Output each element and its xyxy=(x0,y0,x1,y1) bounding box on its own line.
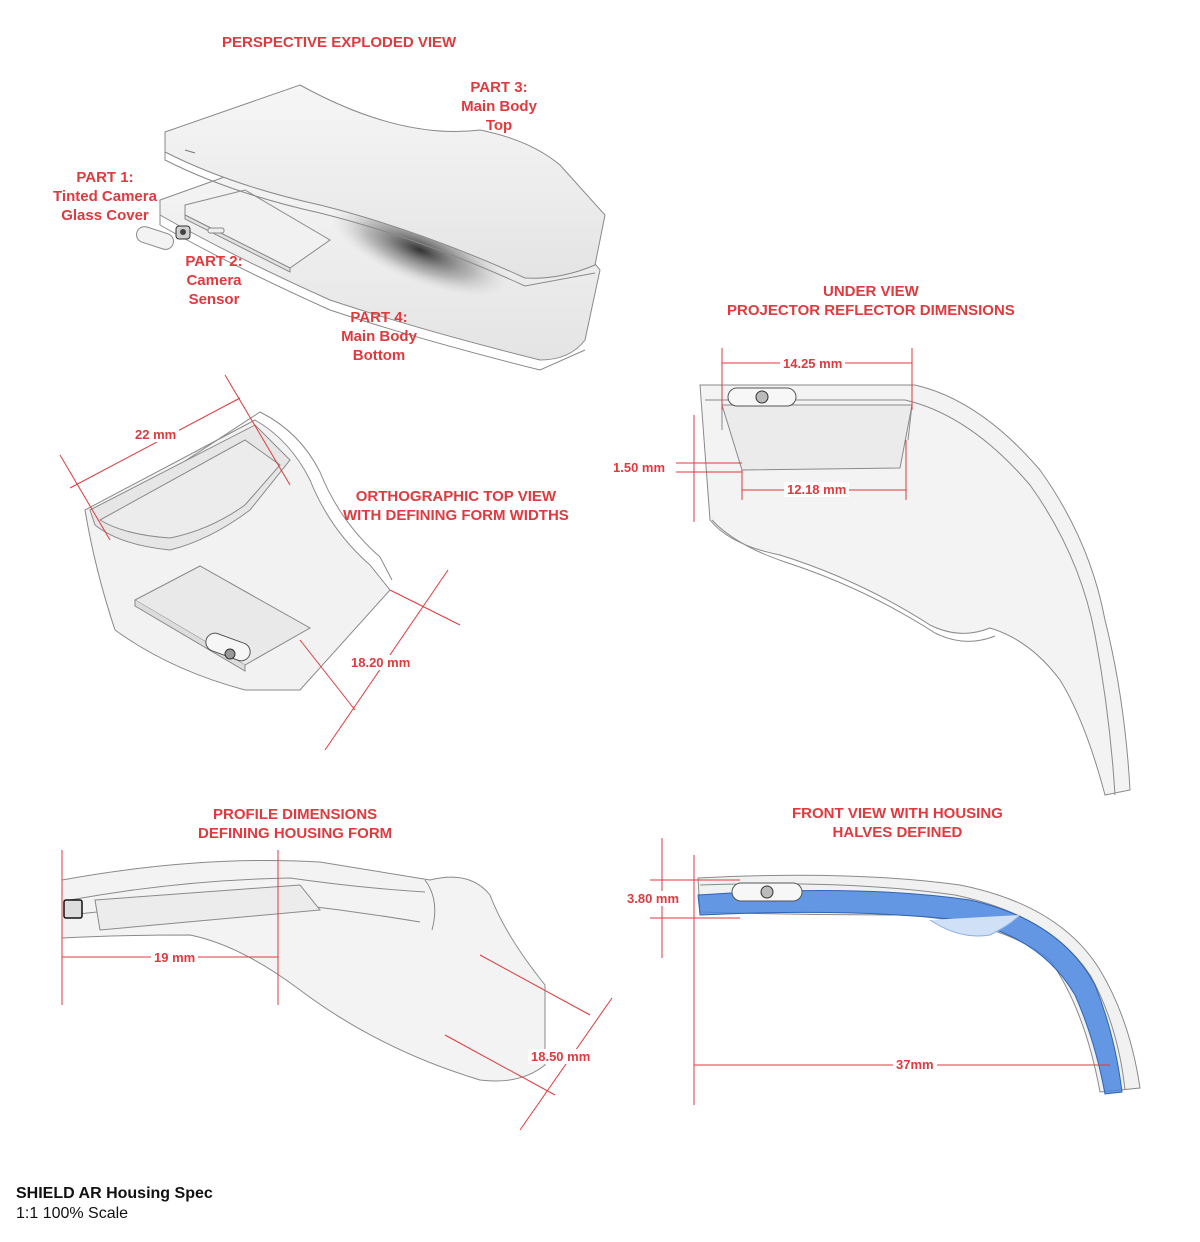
part2-name-line2: Sensor xyxy=(188,291,240,308)
front-housing-half-blue xyxy=(697,890,1123,1095)
exploded-view-drawing xyxy=(136,84,606,371)
under-reflector xyxy=(721,404,913,471)
under-view-title: UNDER VIEW PROJECTOR REFLECTOR DIMENSION… xyxy=(727,282,1015,320)
dim-front-length: 37mm xyxy=(893,1057,937,1072)
dim-top-width: 22 mm xyxy=(132,427,180,442)
profile-view-drawing xyxy=(61,859,546,1082)
part3-id: PART 3: xyxy=(470,79,528,96)
profile-camera xyxy=(63,899,83,919)
part2-camera-sensor-tray xyxy=(184,189,331,269)
part3-name-line1: Main Body xyxy=(461,98,537,115)
part2-id: PART 2: xyxy=(185,253,243,270)
title-block: SHIELD AR Housing Spec 1:1 100% Scale xyxy=(16,1184,213,1224)
profile-title-line2: DEFINING HOUSING FORM xyxy=(198,825,393,842)
dim-profile-width: 18.50 mm xyxy=(528,1049,594,1064)
profile-view-title: PROFILE DIMENSIONS DEFINING HOUSING FORM xyxy=(198,805,392,843)
dim-front-height: 3.80 mm xyxy=(624,891,683,906)
exploded-view-title: PERSPECTIVE EXPLODED VIEW xyxy=(222,34,457,51)
dim-reflector-height: 1.50 mm xyxy=(610,460,669,475)
spec-scale: 1:1 100% Scale xyxy=(16,1205,129,1222)
part3-main-body-top xyxy=(164,84,606,279)
part3-callout: PART 3: Main Body Top xyxy=(456,78,542,135)
front-title-line2: HALVES DEFINED xyxy=(832,824,963,841)
part4-name-line1: Main Body xyxy=(341,328,417,345)
spec-title: SHIELD AR Housing Spec xyxy=(16,1185,213,1202)
under-title-line1: UNDER VIEW xyxy=(822,283,919,300)
ortho-top-view-drawing xyxy=(84,411,393,691)
profile-inner-tray xyxy=(94,884,321,931)
under-view-drawing xyxy=(699,384,1131,796)
part4-id: PART 4: xyxy=(350,309,408,326)
part1-callout: PART 1: Tinted Camera Glass Cover xyxy=(48,168,162,225)
body-interior-shadow xyxy=(331,203,509,297)
part1-id: PART 1: xyxy=(76,169,134,186)
part1-name-line2: Glass Cover xyxy=(61,207,149,224)
front-view-title: FRONT VIEW WITH HOUSING HALVES DEFINED xyxy=(792,804,1003,842)
profile-title-line1: PROFILE DIMENSIONS xyxy=(212,806,378,823)
part4-name-line2: Bottom xyxy=(352,347,406,364)
dim-reflector-outer: 14.25 mm xyxy=(780,356,846,371)
part3-name-line2: Top xyxy=(485,117,513,134)
part1-glass-cover xyxy=(136,226,174,250)
dim-profile-length: 19 mm xyxy=(151,950,199,965)
part2-name-line1: Camera xyxy=(186,272,242,289)
part1-name-line1: Tinted Camera xyxy=(53,188,157,205)
ortho-title-line1: ORTHOGRAPHIC TOP VIEW xyxy=(355,488,557,505)
part2-callout: PART 2: Camera Sensor xyxy=(180,252,248,309)
front-view-drawing xyxy=(697,874,1141,1095)
part4-callout: PART 4: Main Body Bottom xyxy=(336,308,422,365)
dim-top-depth: 18.20 mm xyxy=(348,655,414,670)
under-title-line2: PROJECTOR REFLECTOR DIMENSIONS xyxy=(727,302,1015,319)
front-title-line1: FRONT VIEW WITH HOUSING xyxy=(792,805,1003,822)
ortho-title-line2: WITH DEFINING FORM WIDTHS xyxy=(343,507,569,524)
dim-reflector-inner: 12.18 mm xyxy=(784,482,850,497)
ortho-top-view-title: ORTHOGRAPHIC TOP VIEW WITH DEFINING FORM… xyxy=(343,487,569,525)
